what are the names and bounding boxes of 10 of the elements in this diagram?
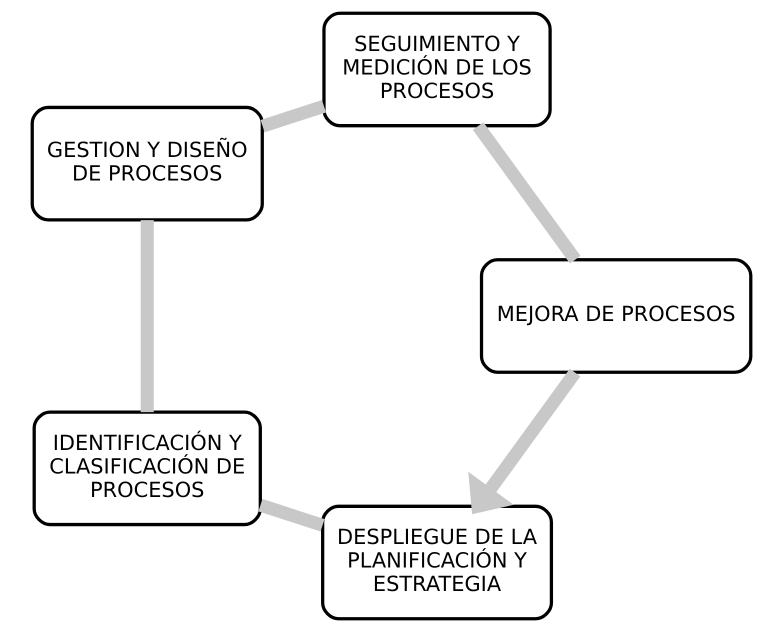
node-box: DESPLIEGUE DE LA PLANIFICACIÓN Y ESTRATEGIA	[321, 504, 554, 620]
connector	[140, 220, 154, 412]
connector	[260, 100, 326, 132]
node-box: MEJORA DE PROCESOS	[480, 258, 752, 374]
connector	[258, 498, 325, 532]
arrow	[468, 368, 580, 514]
node-box: GESTION Y DISEÑO DE PROCESOS	[30, 106, 264, 222]
node-box: IDENTIFICACIÓN Y CLASIFICACIÓN DE PROCESOS	[32, 410, 262, 526]
connector	[472, 122, 581, 264]
node-box: SEGUIMIENTO Y MEDICIÓN DE LOS PROCESOS	[322, 12, 552, 128]
